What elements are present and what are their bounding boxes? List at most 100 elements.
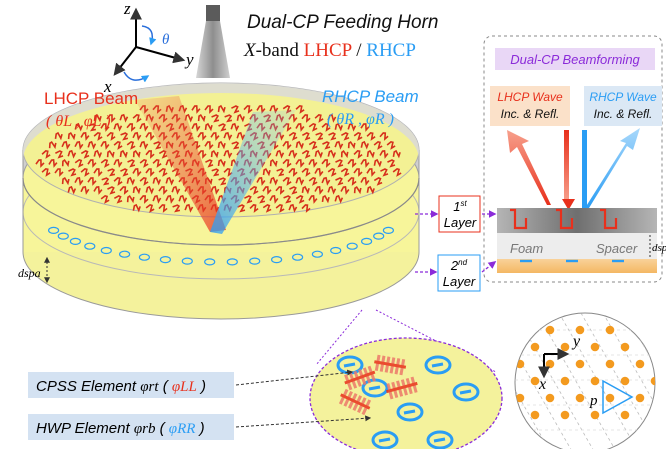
cpss-unit-cell xyxy=(249,204,259,213)
lattice-x-label: x xyxy=(538,376,546,393)
beamforming-title-bg xyxy=(495,48,655,70)
cpss-unit-cell xyxy=(301,150,311,159)
cpss-unit-cell xyxy=(132,150,141,159)
cpss-element-label-bg xyxy=(28,372,234,398)
cpss-unit-cell xyxy=(93,149,103,159)
cpss-unit-cell xyxy=(289,186,298,195)
cpss-unit-cell xyxy=(392,168,402,177)
hwp-unit-cell xyxy=(159,256,171,264)
feeding-horn-icon xyxy=(196,5,230,78)
cpss-unit-cell xyxy=(379,132,389,141)
cpss-unit-cell xyxy=(87,140,97,150)
cpss-unit-cell xyxy=(67,131,76,141)
cpss-zoom-element xyxy=(344,365,376,391)
cpss-unit-cell xyxy=(145,204,155,213)
cpss-unit-cell xyxy=(126,194,135,204)
cpss-unit-cell xyxy=(139,159,149,168)
lattice-dot xyxy=(605,393,615,403)
cpss-unit-cell xyxy=(152,176,162,186)
cpss-unit-cell xyxy=(100,123,110,132)
hwp-unit-cell xyxy=(57,232,69,240)
cpss-unit-cell xyxy=(387,159,396,168)
lattice-triangle xyxy=(602,379,634,415)
cpss-unit-cell xyxy=(275,149,285,159)
horn-lhcp-text: LHCP xyxy=(304,40,352,61)
cpss-unit-cell xyxy=(191,122,201,132)
cpss-unit-cell xyxy=(145,185,155,195)
cpss-unit-cell xyxy=(218,177,227,186)
cpss-unit-cell xyxy=(327,113,337,123)
cpss-unit-cell xyxy=(353,150,363,159)
cpss-unit-cell xyxy=(379,150,389,159)
cpss-unit-cell xyxy=(288,132,298,141)
cpss-unit-cell xyxy=(269,158,278,168)
hwp-unit-cell xyxy=(84,242,96,250)
y-axis-arrow xyxy=(135,46,186,64)
cpss-unit-cell xyxy=(328,132,337,141)
cpss-unit-cell xyxy=(276,168,285,177)
hwp-unit-cell xyxy=(382,226,394,234)
cpss-unit-cell xyxy=(100,141,110,150)
cpss-unit-cell xyxy=(335,159,344,168)
lattice-dot xyxy=(575,325,585,335)
rhcp-beam-angles: ( θR , φR ) xyxy=(327,111,394,128)
rhcp-wave-sub: Inc. & Refl. xyxy=(594,107,653,121)
cpss-unit-cell xyxy=(257,195,266,204)
cpss-unit-cell xyxy=(373,158,382,168)
second-layer-word: Layer xyxy=(443,274,476,289)
cpss-unit-cell xyxy=(218,123,227,132)
hwp-element-label: HWP Element φrb ( φRR ) xyxy=(36,420,205,437)
cpss-unit-cell xyxy=(334,122,343,132)
cpss-unit-cell xyxy=(295,123,305,132)
cpss-unit-cell xyxy=(145,132,155,141)
cpss-unit-cell xyxy=(327,149,337,159)
cpss-unit-cell xyxy=(80,185,90,195)
second-layer-box xyxy=(437,254,481,292)
cpss-unit-cell xyxy=(61,140,71,150)
cpss-unit-cell xyxy=(132,203,141,213)
first-layer-box xyxy=(438,195,481,233)
cpss-unit-cell xyxy=(321,159,331,168)
cpss-unit-cell xyxy=(145,150,155,159)
cpss-unit-cell xyxy=(106,114,116,123)
cpss-unit-cell xyxy=(327,168,337,177)
lattice-dot xyxy=(530,376,540,386)
hwp-unit-cell xyxy=(330,246,342,255)
first-layer-label: 1st xyxy=(453,199,467,214)
second-layer-label: 2nd xyxy=(450,258,468,273)
cpss-unit-cell xyxy=(61,176,70,186)
lattice-dot xyxy=(620,342,630,352)
lhcp-beam-cone xyxy=(135,96,226,232)
cpss-unit-cell xyxy=(107,168,116,177)
hwp-zoom-element xyxy=(452,382,480,402)
cpss-unit-cell xyxy=(68,168,77,177)
hwp-unit-cell xyxy=(292,253,304,261)
cpss-element-label: CPSS Element φrt ( φLL ) xyxy=(36,378,206,395)
cpss-unit-cell xyxy=(249,186,259,195)
cpss-unit-cell xyxy=(113,195,123,204)
cpss-unit-cell xyxy=(74,176,84,186)
lhcp-beam-angles: ( θL , φL ) xyxy=(46,113,111,130)
cpss-unit-cell xyxy=(360,140,369,150)
cpss-unit-cell xyxy=(139,177,149,186)
horn-title: Dual-CP Feeding Horn xyxy=(247,12,439,33)
cpss-unit-cell xyxy=(54,168,64,177)
cpss-unit-cell xyxy=(231,141,240,150)
zoom-inset xyxy=(309,337,503,449)
cpss-unit-cell xyxy=(217,140,226,150)
cpss-unit-cell xyxy=(340,150,349,159)
cpss-unit-cell xyxy=(308,123,318,132)
cpss-unit-cell xyxy=(360,177,370,186)
cpss-unit-cell xyxy=(132,114,142,123)
cpss-unit-cell xyxy=(171,185,181,195)
cpss-unit-cell xyxy=(204,141,214,150)
cpss-unit-cell xyxy=(340,186,350,195)
cpss-unit-cell xyxy=(295,159,305,168)
theta-label: θ xyxy=(162,32,170,48)
cpss-unit-cell xyxy=(366,149,375,159)
cpss-unit-cell xyxy=(205,159,214,168)
cpss-unit-cell xyxy=(139,195,149,204)
cpss-unit-cell xyxy=(139,140,149,150)
